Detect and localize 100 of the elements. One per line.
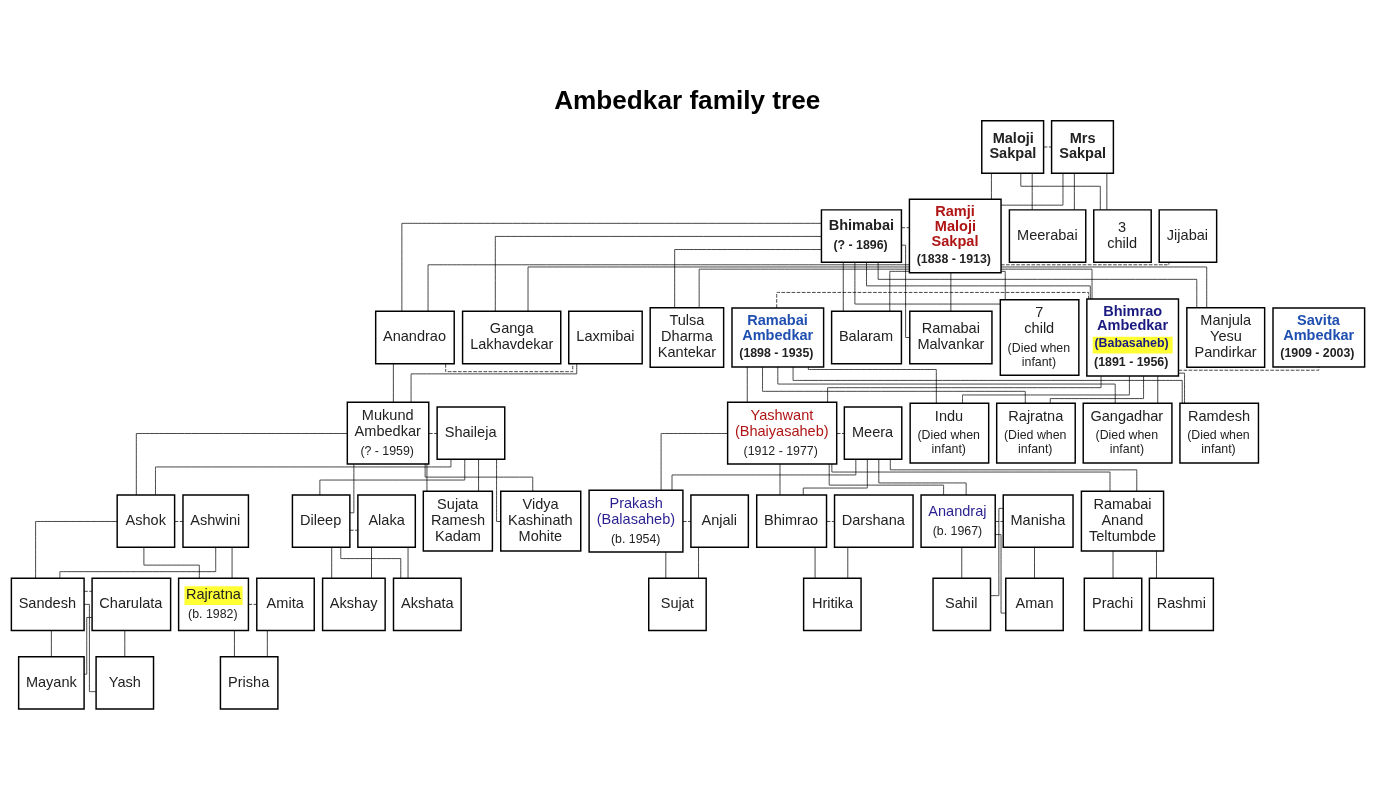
connector — [234, 630, 235, 657]
connector — [83, 617, 93, 675]
connector — [248, 604, 257, 605]
node-box: Manjula Yesu Pandirkar — [1186, 306, 1266, 369]
connector — [901, 227, 910, 229]
connector — [877, 262, 1198, 308]
connector — [1031, 172, 1033, 211]
connector — [878, 459, 967, 496]
connector — [1000, 270, 1006, 300]
connector — [802, 459, 868, 496]
connector — [866, 262, 1091, 300]
connector — [83, 604, 97, 692]
node-box: Prachi — [1083, 577, 1143, 632]
connector — [779, 463, 781, 496]
connector — [671, 459, 857, 491]
connector — [831, 463, 1111, 492]
node-box: Sandesh — [10, 577, 85, 632]
connector — [1000, 268, 1093, 300]
connector — [1178, 372, 1185, 404]
connector — [660, 433, 728, 491]
connector — [698, 547, 699, 579]
connector — [792, 366, 1183, 404]
connector — [826, 521, 835, 522]
connector — [1034, 547, 1035, 579]
connector — [889, 459, 1138, 492]
connector — [59, 547, 217, 579]
connector — [231, 547, 233, 579]
node-box: Dileep — [291, 494, 351, 549]
connector — [496, 459, 501, 522]
connector — [962, 375, 1130, 404]
node-box: Vidya Kashinath Mohite — [500, 490, 582, 552]
node-box: Jijabai — [1158, 209, 1218, 263]
connector — [174, 521, 184, 522]
connector — [1157, 375, 1159, 404]
connector — [698, 268, 910, 308]
node-box: Meerabai — [1008, 209, 1087, 263]
connector — [808, 366, 937, 404]
node-box: Laxmibai — [568, 310, 643, 365]
connector — [827, 375, 1102, 403]
connector — [682, 521, 692, 522]
connector — [674, 249, 822, 308]
connector — [854, 262, 1001, 305]
connector — [143, 547, 200, 579]
connector — [994, 521, 1004, 522]
node-box: Prakash (Balasaheb) (b. 1954) — [588, 489, 684, 553]
node-box: Maloji Sakpal — [981, 120, 1045, 174]
connector — [428, 433, 438, 434]
node-box: 3 child — [1093, 209, 1152, 263]
node-box: Mukund Ambedkar (? - 1959) — [346, 401, 430, 465]
connector — [35, 521, 118, 579]
connector — [762, 366, 1026, 404]
connector — [407, 547, 409, 579]
node-box: Anjali — [690, 494, 750, 549]
connector — [371, 547, 372, 579]
node-box: Bhimabai (? - 1896) — [820, 209, 903, 263]
node-box: Ramji Maloji Sakpal (1838 - 1913) — [908, 198, 1002, 274]
connector — [842, 262, 844, 312]
node-box: Akshay — [321, 577, 386, 632]
connector — [1106, 172, 1108, 211]
node-box: Yash — [95, 656, 155, 710]
connector — [340, 546, 402, 579]
node-box: Charulata — [91, 577, 172, 632]
connector — [410, 363, 578, 403]
connector — [445, 363, 574, 373]
diagram-title: Ambedkar family tree — [554, 85, 821, 116]
node-box: Ashwini — [182, 494, 250, 549]
connector — [319, 458, 466, 496]
connector — [1000, 173, 1064, 206]
connector — [401, 222, 822, 312]
connector — [847, 547, 849, 579]
connector — [836, 433, 845, 434]
node-box: Indu (Died when infant) — [909, 402, 990, 464]
connector — [1112, 550, 1114, 579]
connector — [349, 463, 355, 514]
connector — [1020, 172, 1101, 211]
connector — [990, 508, 1004, 596]
connector — [155, 459, 452, 496]
connector — [83, 590, 93, 592]
node-box: Ramabai Malvankar — [909, 310, 993, 365]
connector — [1049, 375, 1144, 404]
node-box: Hritika — [802, 577, 862, 632]
node-box: Bhimrao Ambedkar (Babasaheb) (1891 - 1956) — [1086, 298, 1180, 377]
connector — [427, 264, 910, 312]
node-box: Yashwant (Bhaiyasaheb) (1912 - 1977) — [726, 401, 838, 465]
connector — [665, 551, 667, 579]
node-box: Sujat — [648, 577, 707, 632]
node-box: Amita — [256, 577, 315, 632]
node-box: Meera — [843, 406, 903, 461]
connector — [393, 363, 394, 403]
node-box: Anandrao — [374, 310, 455, 365]
connector — [331, 547, 333, 579]
connector — [814, 547, 816, 579]
node-box: Manisha — [1002, 494, 1074, 549]
connector — [494, 236, 822, 312]
node-box: Ramabai Anand Teltumbde — [1080, 490, 1165, 552]
node-box: Rashmi — [1148, 577, 1215, 632]
node-box: Ganga Lakhavdekar — [461, 310, 562, 365]
connector — [51, 630, 52, 657]
node-box: Shaileja — [436, 406, 506, 461]
connector — [1000, 266, 1208, 308]
